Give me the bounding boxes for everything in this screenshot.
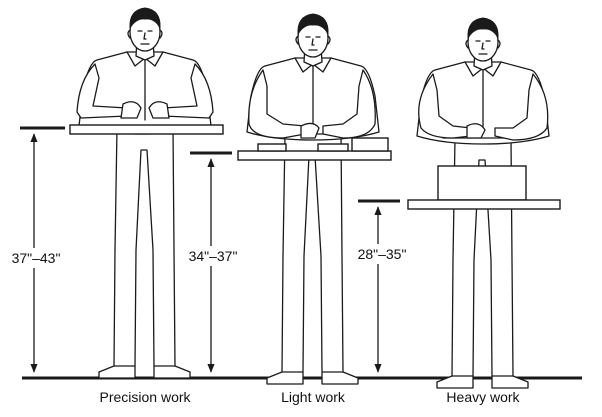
label-backdrop-light [180, 246, 242, 266]
workpiece-small [257, 143, 287, 152]
station-light: 34"–37" Light work [180, 13, 392, 405]
label-backdrop-precision [2, 248, 72, 268]
bench-heavy [407, 199, 561, 210]
bench-precision [69, 124, 224, 135]
station-precision: 37"–43" Precision work [2, 7, 224, 405]
figure-light-worker [246, 13, 380, 385]
workpiece-box [351, 137, 389, 152]
height-label-heavy: 28"–35" [358, 246, 407, 262]
workpiece-large-box [437, 165, 527, 201]
height-label-precision: 37"–43" [12, 250, 61, 266]
caption-precision: Precision work [99, 389, 191, 405]
figure-precision-worker [78, 7, 212, 379]
workpiece-medium [317, 143, 349, 152]
caption-light: Light work [281, 389, 346, 405]
station-heavy: 28"–35" Heavy work [350, 17, 561, 405]
height-label-light: 34"–37" [189, 248, 238, 264]
caption-heavy: Heavy work [446, 389, 520, 405]
bench-light [237, 150, 392, 161]
label-backdrop-heavy [350, 244, 414, 264]
